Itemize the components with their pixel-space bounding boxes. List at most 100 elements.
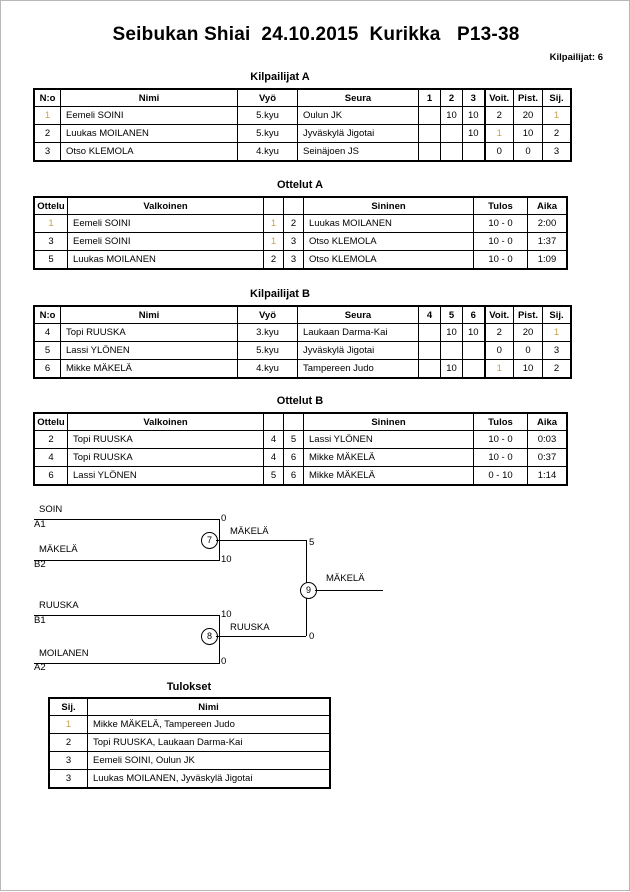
col-club: Seura	[297, 306, 419, 324]
cell-blue: Mikke MÄKELÄ	[303, 466, 474, 485]
col-points: Pist.	[513, 306, 543, 324]
cell-match-3: 10	[462, 106, 485, 125]
cell-rank: 3	[49, 769, 88, 788]
col-match: Ottelu	[34, 413, 68, 431]
cell-blue-no: 6	[283, 448, 304, 467]
cell-match-5: 10	[440, 359, 463, 378]
cell-rank: 3	[542, 142, 571, 161]
cell-points: 10	[513, 124, 543, 143]
cell-blue: Luukas MOILANEN	[303, 214, 474, 233]
cell-name: Eemeli SOINI	[60, 106, 238, 125]
col-name: Nimi	[60, 306, 238, 324]
table-row: 6 Mikke MÄKELÄ 4.kyu Tampereen Judo 10 1…	[34, 359, 571, 378]
col-result: Tulos	[473, 197, 528, 215]
cell-no: 3	[34, 142, 61, 161]
cell-rank: 3	[49, 751, 88, 770]
cell-white-no: 1	[263, 232, 284, 251]
cell-name: Topi RUUSKA, Laukaan Darma-Kai	[87, 733, 330, 752]
cell-result: 0 - 10	[473, 466, 528, 485]
table-row: 3 Luukas MOILANEN, Jyväskylä Jigotai	[49, 769, 330, 788]
cell-belt: 5.kyu	[237, 106, 298, 125]
cell-match-4	[418, 359, 441, 378]
table-row: 2 Topi RUUSKA 4 5 Lassi YLÖNEN 10 - 0 0:…	[34, 430, 567, 449]
bracket-line	[306, 540, 307, 590]
cell-white: Topi RUUSKA	[67, 448, 264, 467]
cell-no: 5	[34, 341, 61, 360]
cell-rank: 1	[542, 106, 571, 125]
col-match-1: 1	[418, 89, 441, 107]
bracket-entry-name: SOIN	[39, 504, 63, 515]
table-row: 4 Topi RUUSKA 4 6 Mikke MÄKELÄ 10 - 0 0:…	[34, 448, 567, 467]
matches-b-table: Ottelu Valkoinen Sininen Tulos Aika 2 To…	[33, 412, 568, 486]
cell-white-no: 4	[263, 430, 284, 449]
col-name: Nimi	[60, 89, 238, 107]
cell-blue: Lassi YLÖNEN	[303, 430, 474, 449]
cell-match-5: 10	[440, 323, 463, 342]
cell-no: 4	[34, 323, 61, 342]
cell-club: Seinäjoen JS	[297, 142, 419, 161]
cell-name: Otso KLEMOLA	[60, 142, 238, 161]
cell-match: 3	[34, 232, 68, 251]
cell-blue-no: 6	[283, 466, 304, 485]
bracket-line	[34, 560, 219, 561]
cell-belt: 3.kyu	[237, 323, 298, 342]
col-club: Seura	[297, 89, 419, 107]
bracket-match-node: 7	[201, 532, 218, 549]
bracket-semifinal-score: 5	[309, 537, 315, 548]
col-white: Valkoinen	[67, 197, 264, 215]
cell-belt: 4.kyu	[237, 359, 298, 378]
cell-time: 1:09	[527, 250, 567, 269]
cell-no: 6	[34, 359, 61, 378]
cell-club: Jyväskylä Jigotai	[297, 341, 419, 360]
cell-rank: 1	[542, 323, 571, 342]
cell-result: 10 - 0	[473, 448, 528, 467]
cell-belt: 4.kyu	[237, 142, 298, 161]
bracket-line	[315, 590, 383, 591]
bracket-entry-name: MÄKELÄ	[39, 544, 78, 555]
col-rank: Sij.	[49, 698, 88, 716]
col-match-3: 3	[462, 89, 485, 107]
bracket-entry-seed: B1	[34, 615, 46, 626]
cell-match-4	[418, 341, 441, 360]
cell-white-no: 1	[263, 214, 284, 233]
cell-match-1	[418, 106, 441, 125]
table-header-row: Sij. Nimi	[49, 698, 330, 716]
results-table: Sij. Nimi 1 Mikke MÄKELÄ, Tampereen Judo…	[48, 697, 331, 789]
cell-rank: 2	[542, 359, 571, 378]
cell-rank: 2	[542, 124, 571, 143]
bracket-entry-score: 0	[221, 656, 227, 667]
bracket-entry-name: RUUSKA	[39, 600, 79, 611]
cell-blue-no: 5	[283, 430, 304, 449]
cell-result: 10 - 0	[473, 430, 528, 449]
cell-time: 2:00	[527, 214, 567, 233]
col-belt: Vyö	[237, 89, 298, 107]
table-header-row: N:o Nimi Vyö Seura 1 2 3 Voit. Pist. Sij…	[34, 89, 571, 107]
cell-points: 20	[513, 323, 543, 342]
cell-match-4	[418, 323, 441, 342]
table-row: 1 Eemeli SOINI 5.kyu Oulun JK 10 10 2 20…	[34, 106, 571, 125]
table-row: 3 Eemeli SOINI, Oulun JK	[49, 751, 330, 770]
cell-points: 10	[513, 359, 543, 378]
bracket-line	[34, 615, 219, 616]
bracket-line	[219, 615, 220, 636]
col-rank: Sij.	[542, 89, 571, 107]
cell-white: Lassi YLÖNEN	[67, 466, 264, 485]
cell-result: 10 - 0	[473, 250, 528, 269]
cell-name: Lassi YLÖNEN	[60, 341, 238, 360]
col-blue-no	[283, 413, 304, 431]
cell-result: 10 - 0	[473, 232, 528, 251]
bracket-line	[219, 636, 220, 664]
cell-match: 4	[34, 448, 68, 467]
col-blue-no	[283, 197, 304, 215]
cell-blue-no: 2	[283, 214, 304, 233]
cell-name: Mikke MÄKELÄ, Tampereen Judo	[87, 715, 330, 734]
bracket-match-node: 8	[201, 628, 218, 645]
cell-white: Eemeli SOINI	[67, 214, 264, 233]
cell-blue-no: 3	[283, 232, 304, 251]
bracket-line	[34, 519, 219, 520]
col-match-2: 2	[440, 89, 463, 107]
table-header-row: N:o Nimi Vyö Seura 4 5 6 Voit. Pist. Sij…	[34, 306, 571, 324]
cell-match-6	[462, 341, 485, 360]
cell-match: 2	[34, 430, 68, 449]
col-points: Pist.	[513, 89, 543, 107]
